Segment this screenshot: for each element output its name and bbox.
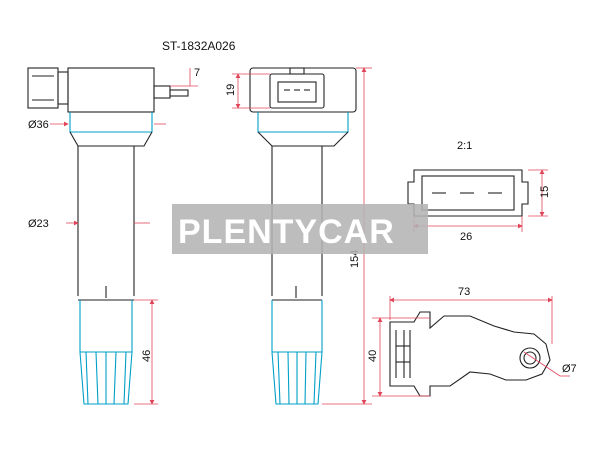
dim-body-diameter: Ø36 — [28, 119, 166, 131]
dim-connector-width-label: 26 — [460, 231, 472, 243]
front-view-coil — [249, 67, 357, 405]
dim-body-diameter-label: Ø36 — [28, 119, 49, 131]
part-number-title: ST-1832A026 — [162, 39, 236, 53]
dim-tube-diameter: Ø23 — [28, 218, 150, 230]
side-view-coil — [27, 67, 189, 405]
top-view-coil: 73 40 Ø7 — [367, 286, 577, 397]
dim-top-depth-label: 40 — [367, 350, 379, 362]
dim-connector-height-label: 19 — [225, 84, 237, 96]
watermark-text: PLENTYCAR — [178, 213, 395, 251]
dim-mount-hole-label: Ø7 — [562, 363, 577, 375]
dim-boot-length: 46 — [134, 299, 158, 405]
plentycar-watermark: PLENTYCAR — [172, 204, 428, 254]
dim-tube-diameter-label: Ø23 — [28, 218, 49, 230]
dim-connector-height: 19 — [225, 73, 270, 109]
dim-total-length-label: 154 — [349, 250, 361, 268]
dim-connector-side-label: 15 — [539, 186, 551, 198]
dim-connector-offset: 7 — [170, 67, 200, 87]
dim-boot-length-label: 46 — [141, 350, 153, 362]
connector-detail: 2:1 15 26 — [407, 140, 551, 243]
dim-top-width-label: 73 — [458, 286, 470, 298]
dim-connector-offset-label: 7 — [194, 67, 200, 79]
connector-scale-label: 2:1 — [457, 140, 472, 152]
